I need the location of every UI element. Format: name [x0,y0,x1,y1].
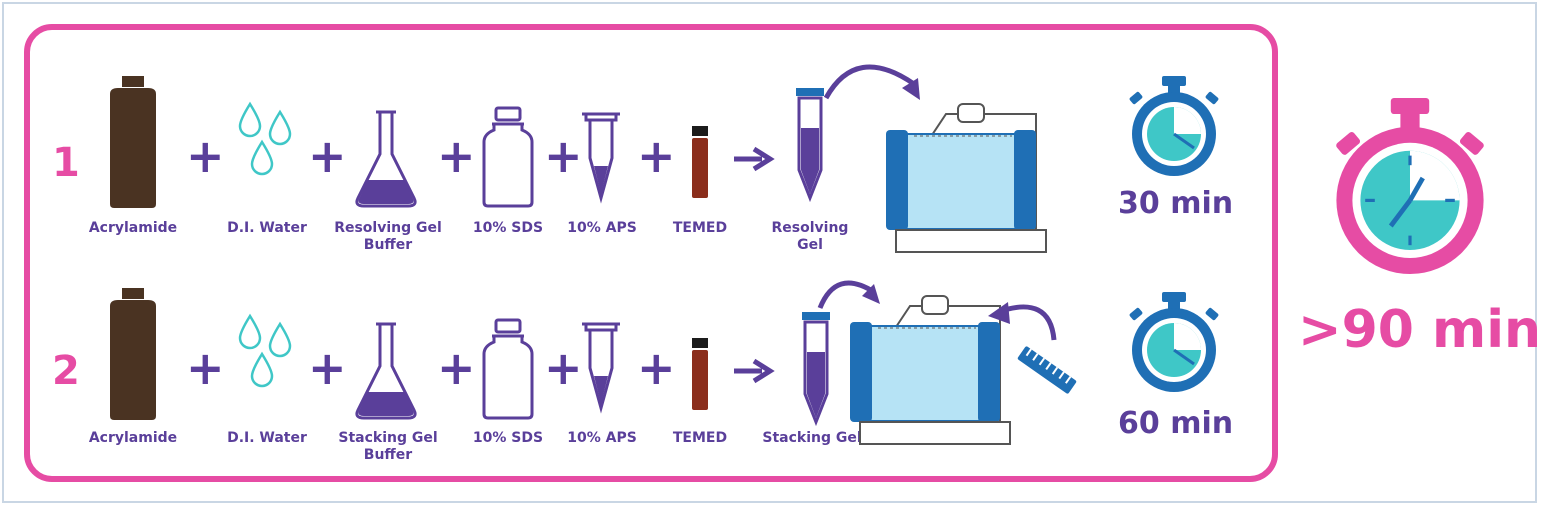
curved-arrow-icon [823,64,920,100]
plus-sign: + [437,129,476,183]
label-buffer: Stacking Gel Buffer [338,430,438,463]
plus-sign: + [544,341,583,395]
steps-box [24,24,1278,482]
step-number-1: 1 [52,140,80,186]
tube-icon [580,322,622,410]
plus-sign: + [544,129,583,183]
bottle-icon [110,288,156,420]
page-frame [2,2,1537,503]
temed-vial-icon [692,126,708,198]
label-water: D.I. Water [227,430,307,446]
stopwatch-icon [1127,290,1221,394]
flask-icon [355,322,417,420]
plus-sign: + [637,341,676,395]
label-temed: TEMED [672,430,728,446]
label-buffer: Resolving Gel Buffer [334,220,442,253]
temed-vial-icon [692,338,708,410]
large-stopwatch-icon [1336,98,1484,274]
flask-icon [355,110,417,208]
step-number-2: 2 [52,348,80,394]
water-drops-icon [238,314,292,388]
label-aps: 10% APS [567,430,637,446]
plus-sign: + [437,341,476,395]
arrow-icon [734,146,775,172]
stopwatch-icon [1127,74,1221,178]
curved-arrow-icon [817,280,880,309]
curved-arrow-icon [988,302,1057,341]
plus-sign: + [186,341,225,395]
plus-sign: + [186,129,225,183]
label-sds: 10% SDS [472,430,544,446]
casting-stand-icon [885,103,1047,253]
label-sds: 10% SDS [472,220,544,236]
label-acrylamide: Acrylamide [88,430,178,446]
label-acrylamide: Acrylamide [88,220,178,236]
label-gel: Stacking Gel [762,430,862,446]
step-time: 60 min [1118,406,1234,441]
gel-tube-icon [800,310,832,424]
total-time: >90 min [1298,300,1542,360]
sds-bottle-icon [482,106,534,208]
bottle-icon [110,76,156,208]
plus-sign: + [308,129,347,183]
water-drops-icon [238,102,292,176]
plus-sign: + [637,129,676,183]
comb-icon [1017,346,1077,394]
label-gel: Resolving Gel [771,220,849,253]
label-water: D.I. Water [227,220,307,236]
gel-tube-icon [794,86,826,200]
label-temed: TEMED [672,220,728,236]
sds-bottle-icon [482,318,534,420]
tube-icon [580,112,622,200]
step-time: 30 min [1118,186,1234,221]
arrow-icon [734,358,775,384]
plus-sign: + [308,341,347,395]
label-aps: 10% APS [567,220,637,236]
